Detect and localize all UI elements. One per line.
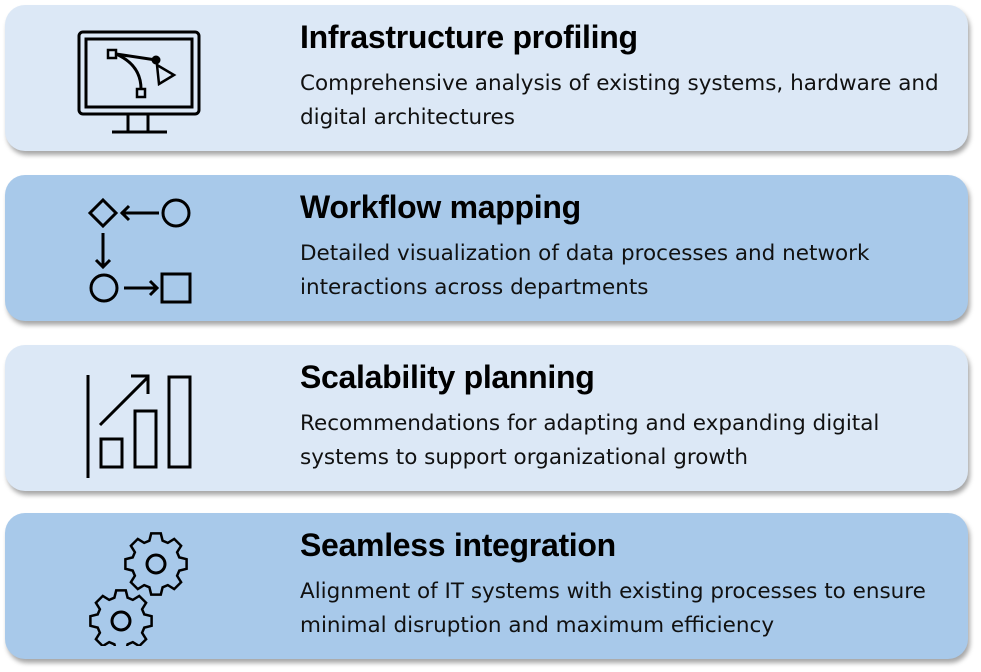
growth-chart-icon <box>86 374 192 478</box>
card-title: Seamless integration <box>300 527 616 563</box>
card-infrastructure-profiling: Infrastructure profiling Comprehensive a… <box>5 5 968 151</box>
card-description: Detailed visualization of data processes… <box>300 241 870 300</box>
card-title: Scalability planning <box>300 359 595 395</box>
card-description: Comprehensive analysis of existing syste… <box>300 71 939 130</box>
card-seamless-integration: Seamless integration Alignment of IT sys… <box>5 513 968 659</box>
card-title: Infrastructure profiling <box>300 19 638 55</box>
gears-icon <box>89 532 188 646</box>
card-workflow-mapping: Workflow mapping Detailed visualization … <box>5 175 968 321</box>
card-description: Recommendations for adapting and expandi… <box>300 411 880 470</box>
workflow-icon <box>87 197 192 304</box>
card-description: Alignment of IT systems with existing pr… <box>300 579 926 638</box>
gear-large <box>124 532 188 596</box>
monitor-vector-icon <box>77 30 201 134</box>
gear-small <box>89 589 153 646</box>
card-title: Workflow mapping <box>300 189 581 225</box>
card-scalability-planning: Scalability planning Recommendations for… <box>5 345 968 491</box>
